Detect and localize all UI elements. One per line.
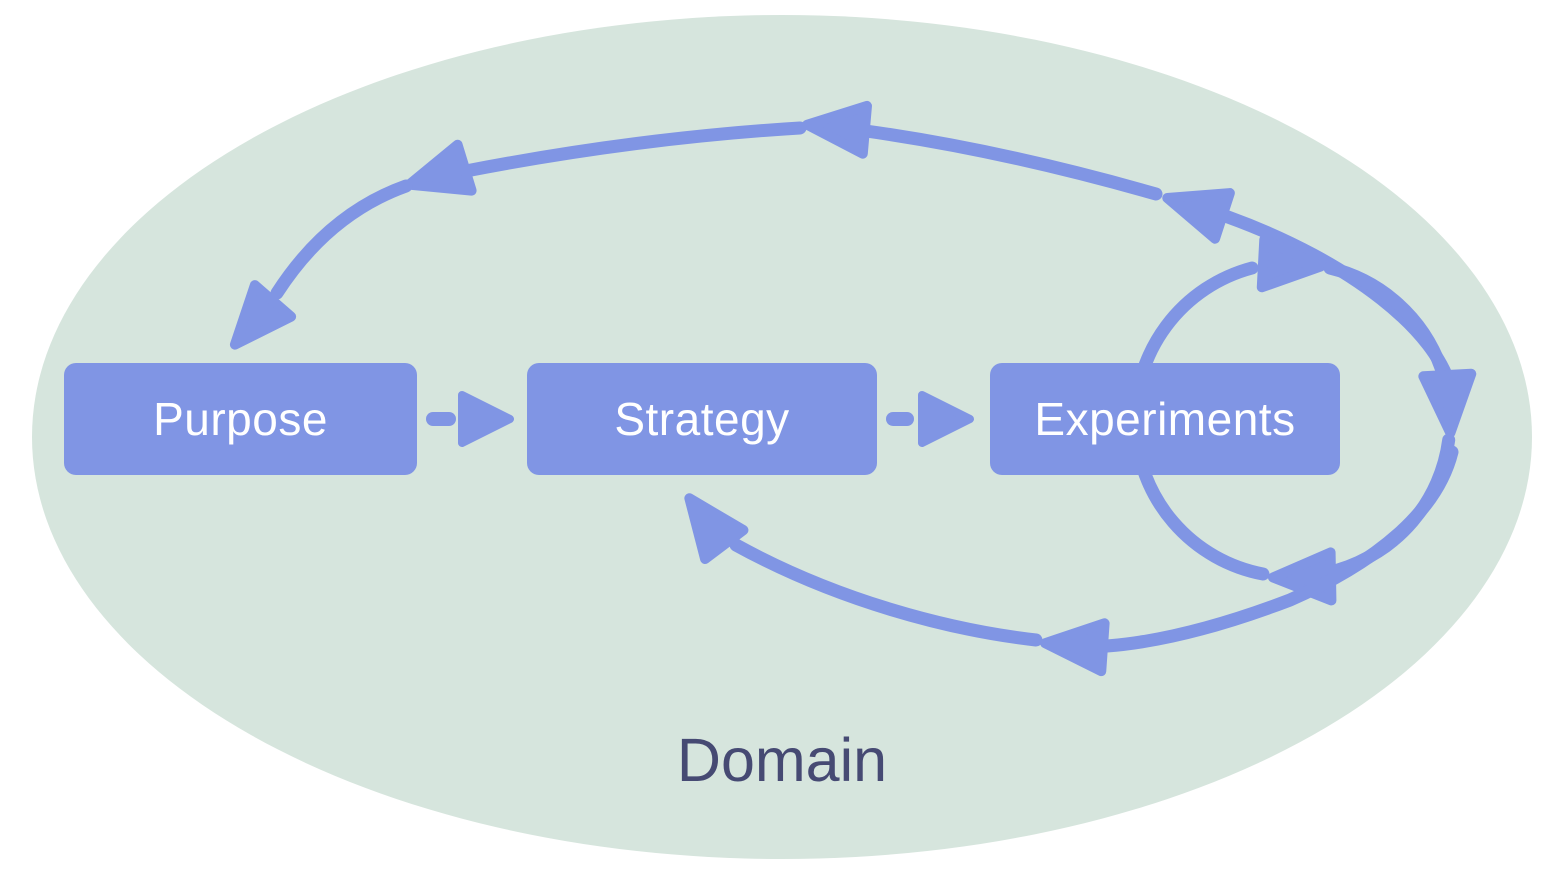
- connector-purpose-to-strategy: [426, 395, 510, 443]
- node-strategy: Strategy: [527, 363, 877, 475]
- dash-segment: [886, 412, 914, 426]
- node-experiments: Experiments: [990, 363, 1340, 475]
- arc-experiments-to-strategy: [670, 445, 1459, 671]
- node-purpose: Purpose: [64, 363, 417, 475]
- dash-segment: [426, 412, 456, 426]
- domain-label: Domain: [676, 726, 888, 794]
- connector-strategy-to-experiments: [886, 395, 970, 443]
